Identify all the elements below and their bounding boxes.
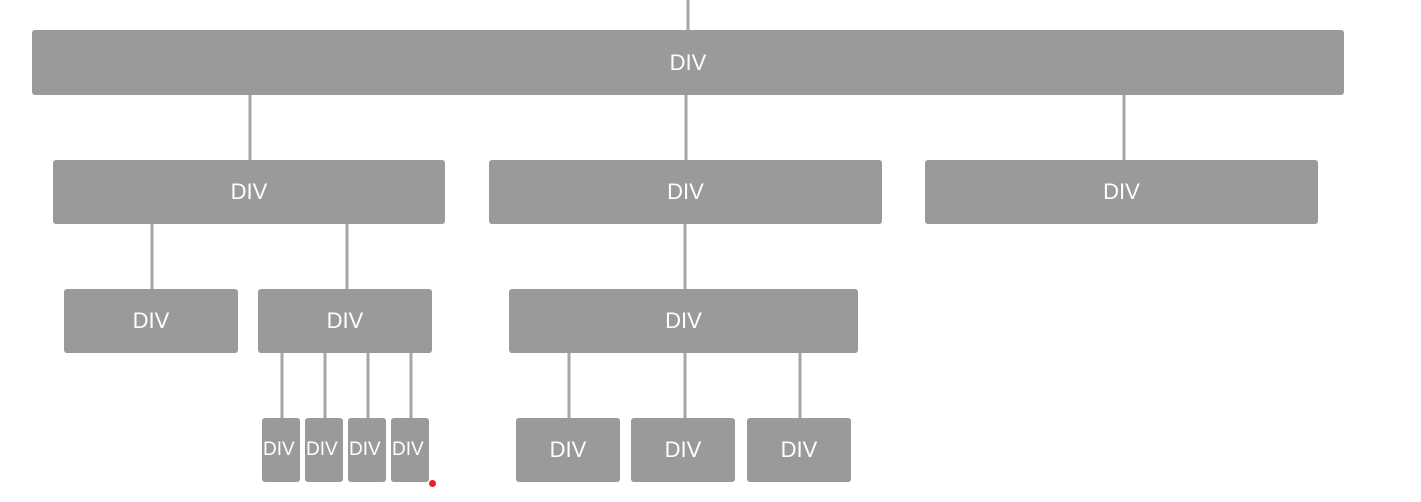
- middle-child-div-node[interactable]: DIV: [509, 289, 858, 353]
- left-div-node[interactable]: DIV: [53, 160, 445, 224]
- tiny-div-node-1[interactable]: DIV: [262, 418, 300, 482]
- left-child-div-node-1[interactable]: DIV: [64, 289, 238, 353]
- small-div-node-1[interactable]: DIV: [516, 418, 620, 482]
- right-div-node[interactable]: DIV: [925, 160, 1318, 224]
- tiny-div-node-3[interactable]: DIV: [348, 418, 386, 482]
- small-div-node-3[interactable]: DIV: [747, 418, 851, 482]
- root-div-node[interactable]: DIV: [32, 30, 1344, 95]
- small-div-node-2[interactable]: DIV: [631, 418, 735, 482]
- tiny-div-node-4[interactable]: DIV: [391, 418, 429, 482]
- middle-div-node[interactable]: DIV: [489, 160, 882, 224]
- left-child-div-node-2[interactable]: DIV: [258, 289, 432, 353]
- tiny-div-node-2[interactable]: DIV: [305, 418, 343, 482]
- cursor-dot: [429, 480, 436, 487]
